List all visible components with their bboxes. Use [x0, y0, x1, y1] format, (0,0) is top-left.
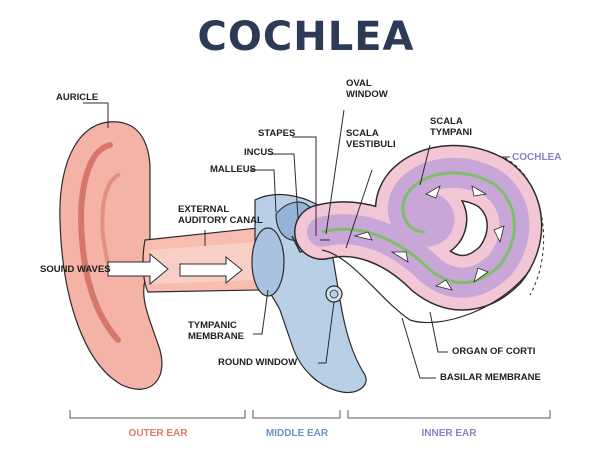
- label-incus: INCUS: [244, 147, 274, 158]
- label-tympanic-membrane: TYMPANIC MEMBRANE: [188, 320, 244, 342]
- label-external-auditory-canal: EXTERNAL AUDITORY CANAL: [178, 204, 263, 226]
- label-stapes: STAPES: [258, 128, 296, 139]
- label-cochlea: COCHLEA: [512, 152, 562, 163]
- cochlea-spiral: [294, 144, 545, 324]
- middle-ear-bone: [251, 194, 367, 394]
- external-canal-shape: [142, 227, 264, 293]
- diagram-title: COCHLEA: [197, 14, 415, 60]
- label-scala-tympani: SCALA TYMPANI: [430, 116, 473, 138]
- section-inner-ear: INNER EAR: [421, 428, 477, 439]
- leader-lines: [83, 102, 510, 379]
- label-sound-waves: SOUND WAVES: [40, 264, 111, 275]
- label-auricle: AURICLE: [56, 92, 99, 103]
- section-outer-ear: OUTER EAR: [128, 428, 188, 439]
- label-basilar-membrane: BASILAR MEMBRANE: [440, 372, 541, 383]
- section-brackets: [69, 410, 551, 419]
- auricle-shape: [59, 121, 163, 390]
- label-oval-window: OVAL WINDOW: [346, 78, 388, 100]
- sound-wave-arrows: [107, 252, 243, 286]
- label-round-window: ROUND WINDOW: [218, 357, 298, 368]
- section-middle-ear: MIDDLE EAR: [265, 428, 329, 439]
- label-organ-of-corti: ORGAN OF CORTI: [452, 346, 536, 357]
- label-malleus: MALLEUS: [210, 164, 256, 175]
- label-scala-vestibuli: SCALA VESTIBULI: [346, 128, 396, 150]
